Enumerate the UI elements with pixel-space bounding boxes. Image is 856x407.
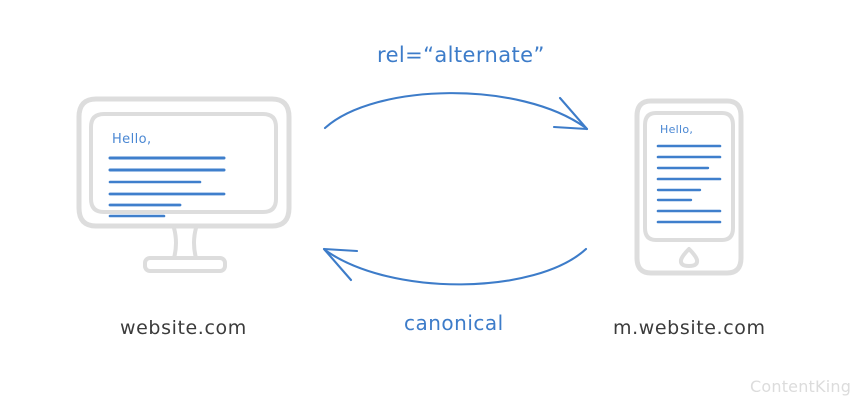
canonical-label: canonical — [404, 311, 504, 335]
canonical-arrow — [322, 247, 588, 286]
mobile-phone-icon — [634, 98, 744, 276]
alternate-arrow-head — [558, 96, 589, 131]
alternate-arrow — [323, 92, 589, 131]
phone-outer-body — [634, 98, 744, 276]
monitor-neck — [172, 226, 178, 260]
contentking-watermark: ContentKing — [750, 377, 851, 396]
phone-screen-frame — [643, 111, 735, 242]
canonical-arrow-head — [322, 247, 353, 282]
monitor-neck-right — [192, 226, 198, 260]
mobile-screen-hello-text: Hello, — [660, 123, 693, 136]
monitor-outer-bezel — [76, 96, 292, 229]
monitor-base — [143, 256, 227, 273]
mobile-caption: m.website.com — [613, 317, 766, 339]
phone-home-button — [678, 247, 700, 268]
desktop-screen-hello-text: Hello, — [112, 132, 151, 147]
canonical-arrow-curve — [323, 247, 588, 286]
alternate-arrow-head-tail — [552, 125, 589, 131]
monitor-screen-frame — [89, 112, 278, 214]
alternate-arrow-curve — [323, 92, 588, 130]
desktop-monitor-icon — [76, 96, 292, 273]
alternate-label: rel=“alternate” — [377, 43, 545, 67]
canonical-arrow-head-tail — [322, 247, 359, 253]
mobile-content-lines — [656, 144, 722, 224]
desktop-content-lines — [108, 156, 226, 218]
desktop-caption: website.com — [120, 317, 247, 339]
